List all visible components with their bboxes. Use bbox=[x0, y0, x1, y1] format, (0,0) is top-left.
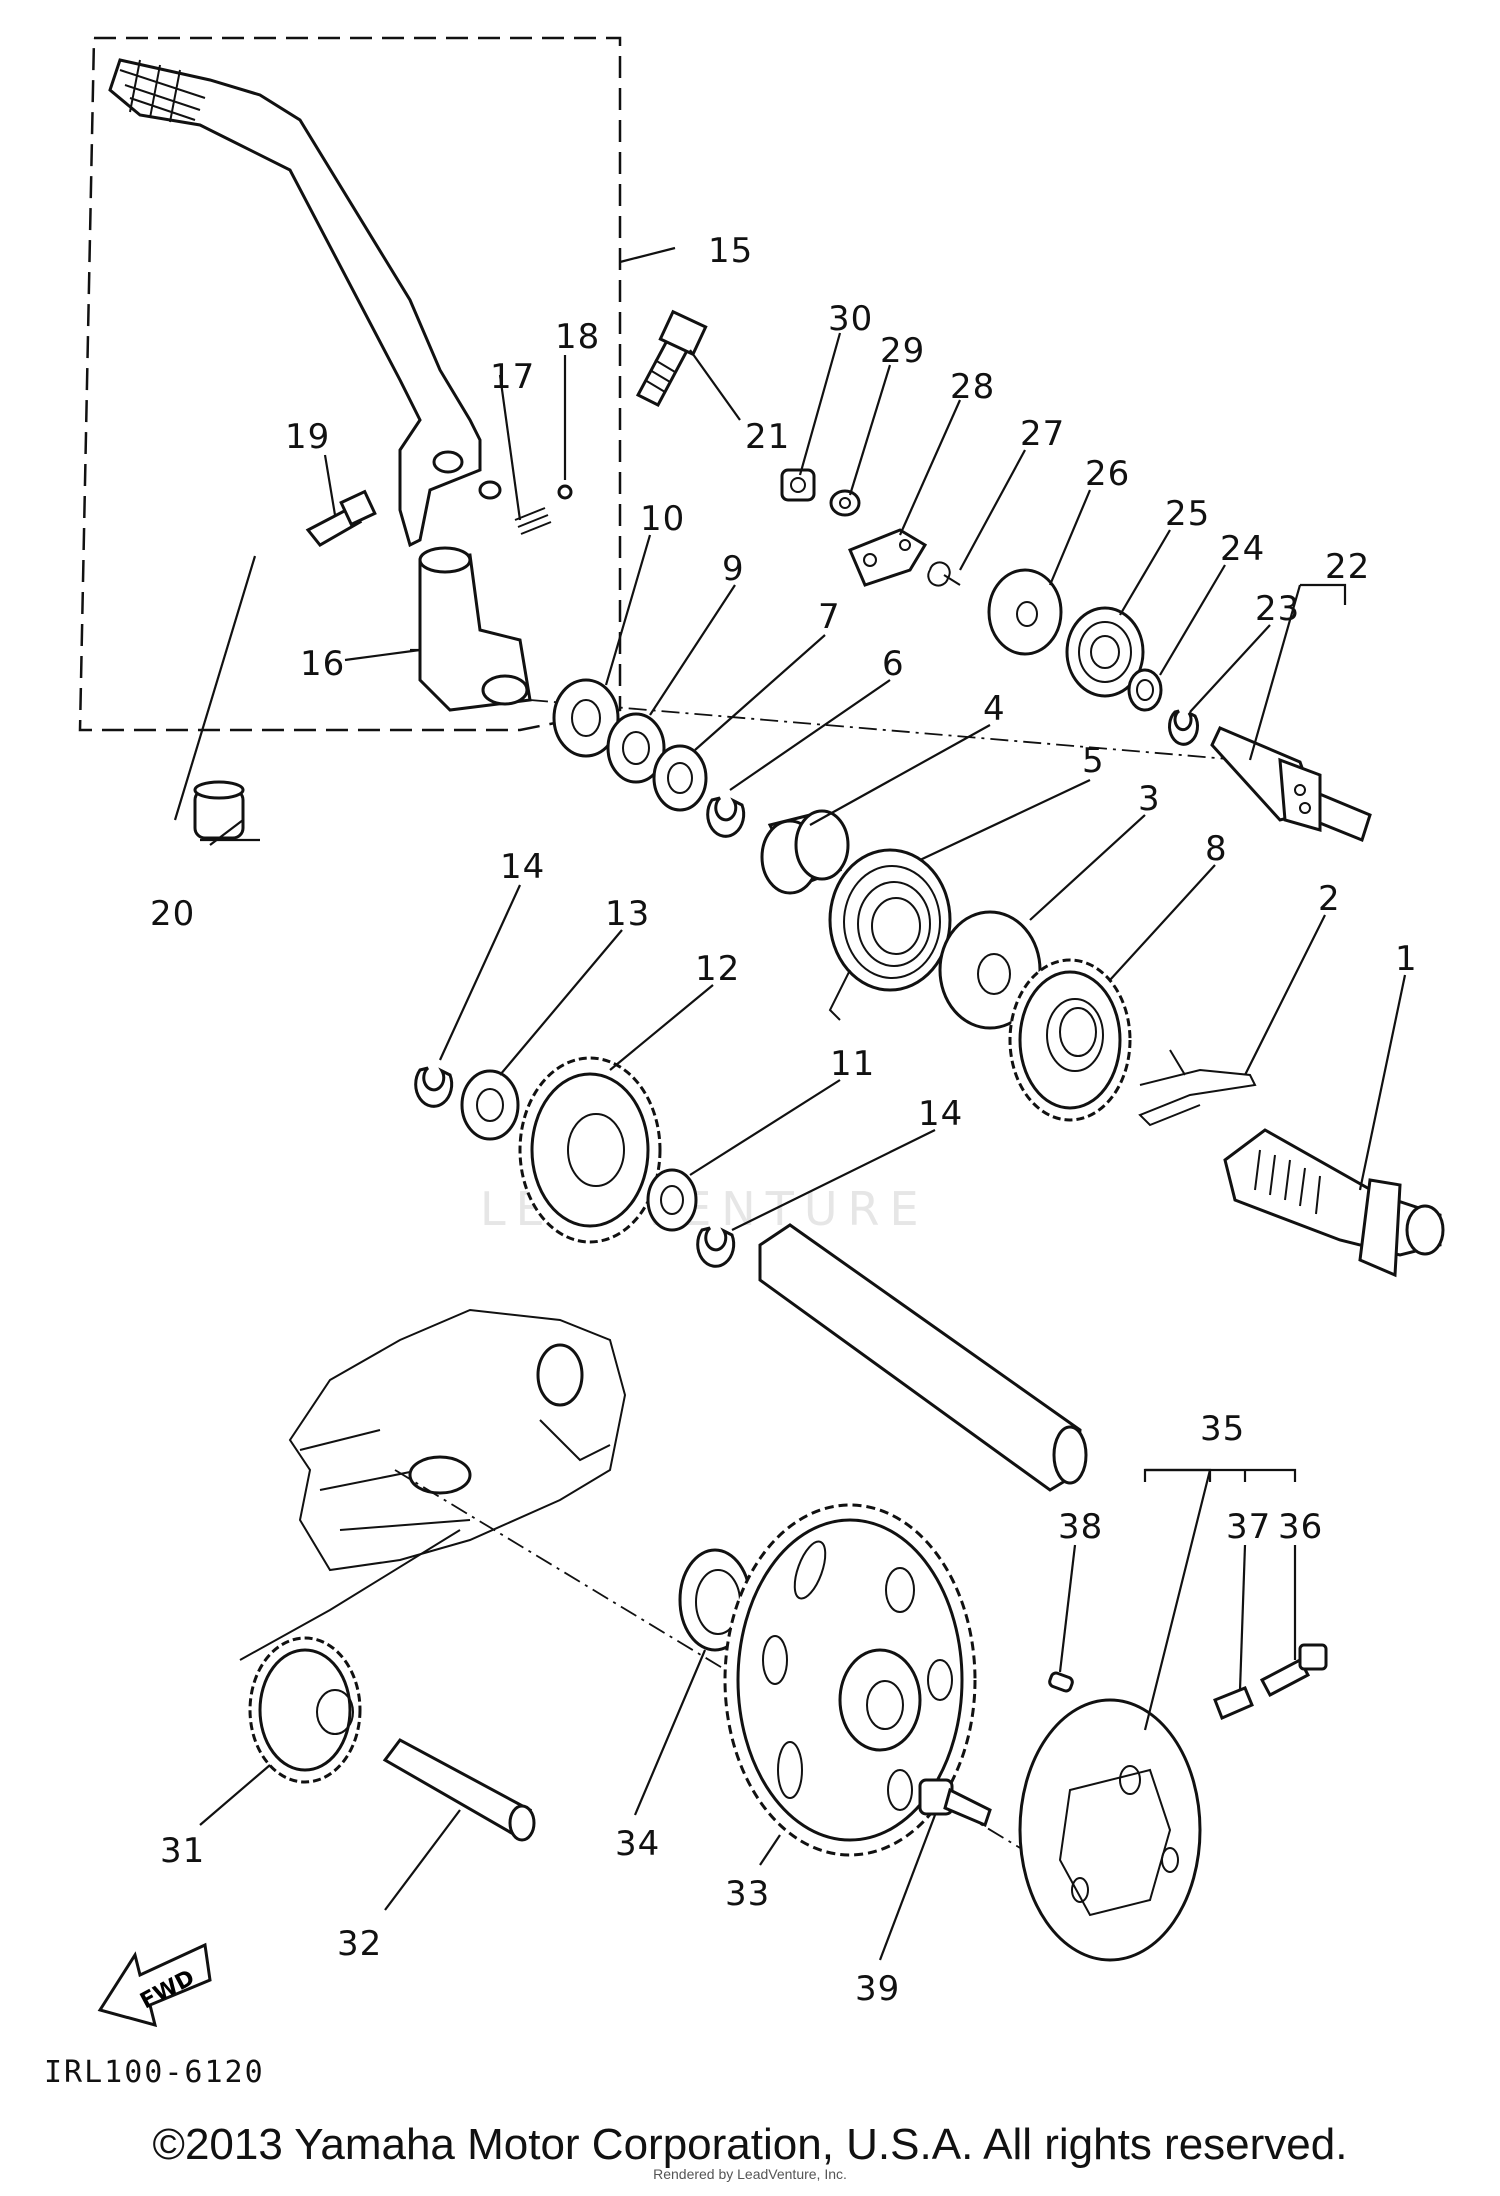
spring-27 bbox=[927, 561, 961, 587]
callout-15: 15 bbox=[708, 231, 753, 271]
fwd-arrow-icon: FWD bbox=[97, 1942, 212, 2028]
callout-9: 9 bbox=[722, 549, 745, 589]
gear-31 bbox=[248, 1636, 362, 1784]
callout-4: 4 bbox=[983, 689, 1006, 729]
callout-23: 23 bbox=[1255, 589, 1300, 629]
washer-24 bbox=[1127, 668, 1163, 712]
callout-11: 11 bbox=[830, 1044, 875, 1084]
kick-boss bbox=[418, 546, 532, 712]
gear-31-leader-bracket bbox=[239, 1529, 461, 1661]
washer-26 bbox=[987, 568, 1063, 656]
callout-19: 19 bbox=[285, 417, 330, 457]
nut-30 bbox=[780, 468, 816, 502]
washer-29 bbox=[829, 489, 861, 517]
callout-38: 38 bbox=[1058, 1507, 1103, 1547]
circlip-14b bbox=[696, 1226, 736, 1268]
circlip-6 bbox=[706, 796, 746, 838]
circlip-14a bbox=[414, 1066, 454, 1108]
callout-35: 35 bbox=[1200, 1409, 1245, 1449]
callout-16: 16 bbox=[300, 644, 345, 684]
copyright-notice: ©2013 Yamaha Motor Corporation, U.S.A. A… bbox=[152, 2120, 1348, 2169]
gear-33 bbox=[723, 1503, 977, 1857]
group-bracket-22 bbox=[1300, 583, 1347, 605]
callout-37: 37 bbox=[1226, 1507, 1271, 1547]
bushing-10 bbox=[552, 678, 620, 758]
callout-8: 8 bbox=[1205, 829, 1228, 869]
callout-33: 33 bbox=[725, 1874, 770, 1914]
shaft-22 bbox=[1210, 726, 1372, 842]
shaft-32 bbox=[382, 1738, 536, 1842]
spring-17 bbox=[514, 507, 552, 535]
crankcase-sketch bbox=[288, 1308, 627, 1572]
bolt-21 bbox=[635, 309, 708, 407]
gear-12 bbox=[518, 1056, 662, 1244]
circlip-23 bbox=[1168, 709, 1200, 746]
bearing-25 bbox=[1065, 606, 1145, 698]
callout-26: 26 bbox=[1085, 454, 1130, 494]
callout-5: 5 bbox=[1082, 741, 1105, 781]
callout-36: 36 bbox=[1278, 1507, 1323, 1547]
ratchet-guide-28 bbox=[848, 528, 928, 587]
callout-2: 2 bbox=[1318, 879, 1341, 919]
axle-centerline bbox=[529, 699, 1241, 761]
clip-2 bbox=[1138, 1049, 1257, 1127]
callout-12: 12 bbox=[695, 949, 740, 989]
callout-14a: 14 bbox=[500, 847, 545, 887]
callout-3: 3 bbox=[1138, 779, 1161, 819]
clutch-hub-35 bbox=[1018, 1698, 1202, 1962]
callout-31: 31 bbox=[160, 1831, 205, 1871]
rendered-by-notice: Rendered by LeadVenture, Inc. bbox=[653, 2166, 847, 2182]
kick-shaft-1 bbox=[1223, 1128, 1445, 1278]
group-bracket-35 bbox=[1143, 1468, 1212, 1482]
spring-guide-4 bbox=[760, 809, 850, 895]
callout-17: 17 bbox=[490, 357, 535, 397]
kick-lever-assembly-outline bbox=[78, 36, 622, 732]
callout-18: 18 bbox=[555, 317, 600, 357]
callout-28: 28 bbox=[950, 367, 995, 407]
callout-32: 32 bbox=[337, 1924, 382, 1964]
callout-1: 1 bbox=[1395, 939, 1418, 979]
diagram-code: IRL100-6120 bbox=[44, 2055, 265, 2090]
bolt-19 bbox=[305, 489, 377, 547]
ball-18 bbox=[557, 484, 573, 500]
callout-25: 25 bbox=[1165, 494, 1210, 534]
background-shaft bbox=[758, 1223, 1088, 1492]
callout-14b: 14 bbox=[918, 1094, 963, 1134]
callout-39: 39 bbox=[855, 1969, 900, 2009]
washer-3 bbox=[938, 910, 1042, 1030]
washer-7 bbox=[652, 744, 708, 812]
callout-30: 30 bbox=[828, 299, 873, 339]
callout-20: 20 bbox=[150, 894, 195, 934]
callout-21: 21 bbox=[745, 417, 790, 457]
callout-7: 7 bbox=[818, 597, 841, 637]
callout-34: 34 bbox=[615, 1824, 660, 1864]
torsion-spring-5 bbox=[828, 848, 952, 1021]
washer-11 bbox=[646, 1168, 698, 1232]
callout-22: 22 bbox=[1325, 547, 1370, 587]
leader-lines bbox=[173, 246, 1407, 1961]
washer-9 bbox=[606, 712, 666, 784]
bolt-39 bbox=[918, 1778, 992, 1828]
callout-6: 6 bbox=[882, 644, 905, 684]
bolt-36 bbox=[1259, 1643, 1328, 1698]
group-bracket-35b bbox=[1145, 1468, 1297, 1482]
callout-27: 27 bbox=[1020, 414, 1065, 454]
callout-29: 29 bbox=[880, 331, 925, 371]
callout-10: 10 bbox=[640, 499, 685, 539]
cap-20 bbox=[193, 780, 245, 840]
callout-24: 24 bbox=[1220, 529, 1265, 569]
callout-13: 13 bbox=[605, 894, 650, 934]
gear-8 bbox=[1008, 958, 1132, 1122]
kick-lever bbox=[108, 58, 502, 548]
plunger-37 bbox=[1213, 1686, 1254, 1720]
washer-13 bbox=[460, 1069, 520, 1141]
pin-38 bbox=[1048, 1671, 1074, 1693]
